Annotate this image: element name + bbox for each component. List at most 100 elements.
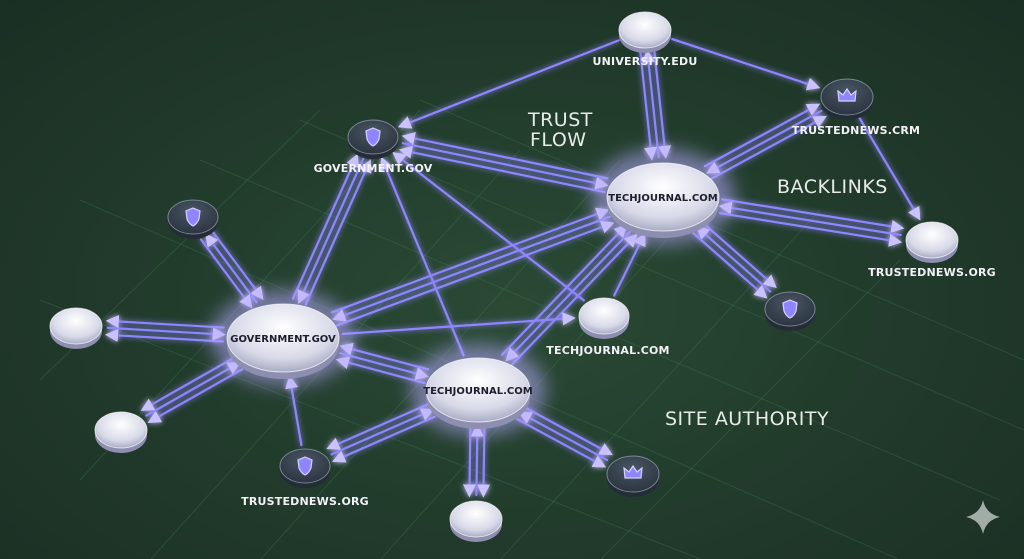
backlink-arrow [476, 425, 491, 498]
backlink-arrow [335, 356, 426, 385]
crown-icon [623, 464, 643, 479]
backlink-arrow [335, 220, 615, 327]
node-disc [449, 500, 503, 538]
node-blank-lowleft[interactable] [94, 411, 148, 453]
backlink-arrow [397, 39, 620, 129]
backlink-arrow [401, 131, 609, 180]
node-label: TECHJOURNAL.COM [608, 193, 718, 204]
node-disc [606, 162, 720, 232]
backlink-arrow [106, 326, 226, 341]
backlink-arrow [105, 314, 225, 329]
node-crm[interactable]: TRUSTEDNEWS.CRM [792, 78, 920, 137]
node-disc [618, 11, 672, 49]
backlink-arrow [392, 151, 585, 302]
backlink-arrow [639, 51, 658, 161]
backlink-arrow [671, 37, 821, 91]
node-label: TRUSTEDNEWS.ORG [241, 495, 369, 508]
backlink-arrow [339, 342, 430, 371]
backlink-arrow [401, 142, 609, 190]
backlink-arrow [522, 405, 613, 456]
backlink-arrow [304, 159, 372, 306]
node-label: UNIVERSITY.EDU [593, 55, 698, 68]
backlink-arrow [705, 109, 823, 174]
backlink-arrow [641, 49, 660, 159]
backlink-arrow [505, 229, 632, 362]
backlink-arrow [701, 221, 777, 289]
node-label: GOVERNMENT.GOV [230, 334, 336, 345]
trust-flow-label-line1: TRUST [527, 109, 593, 131]
backlink-arrow [380, 156, 465, 357]
backlink-arrow [297, 157, 365, 304]
backlink-arrow [721, 198, 905, 233]
backlink-arrow [338, 352, 429, 380]
backlink-arrow [857, 115, 921, 221]
node-tj-mid[interactable]: TECHJOURNAL.COM [410, 344, 546, 436]
backlink-arrow [398, 145, 606, 194]
node-label: TRUSTEDNEWS.CRM [792, 124, 920, 137]
node-disc [905, 221, 959, 259]
backlink-arrow [501, 223, 628, 356]
node-label: TRUSTEDNEWS.ORG [868, 266, 996, 279]
backlink-arrows [104, 37, 921, 498]
backlink-arrow [516, 418, 607, 468]
backlink-arrow [211, 230, 264, 301]
node-disc [226, 303, 340, 373]
backlink-arrow [205, 233, 258, 304]
node-gov-hub[interactable]: GOVERNMENT.GOV [211, 290, 355, 386]
node-university[interactable]: UNIVERSITY.EDU [593, 11, 698, 68]
crown-icon [837, 87, 857, 102]
node-tj-hub[interactable]: TECHJOURNAL.COM [591, 149, 735, 245]
backlink-arrow [518, 411, 609, 462]
backlink-arrow [104, 328, 224, 343]
backlink-arrow [330, 207, 610, 314]
shield-icon [297, 456, 313, 476]
backlink-arrow [511, 233, 638, 366]
node-disc [578, 297, 630, 335]
node-tn-org-left[interactable]: TRUSTEDNEWS.ORG [241, 448, 369, 508]
node-crown-bottom[interactable] [606, 455, 660, 497]
backlink-arrow [341, 312, 576, 336]
backlink-arrow [462, 424, 477, 498]
site-nodes: UNIVERSITY.EDU GOVERNMENT.GOV TECHJOURNAL.… [49, 11, 996, 542]
node-label: TECHJOURNAL.COM [423, 386, 533, 397]
node-blank-bottom[interactable] [449, 500, 503, 542]
backlink-arrow [199, 238, 253, 309]
shield-icon [365, 127, 381, 147]
node-disc [425, 357, 531, 423]
backlink-arrow [147, 368, 244, 424]
backlink-arrow [613, 232, 646, 297]
backlink-arrow [718, 212, 903, 247]
backlink-arrow [326, 402, 431, 450]
backlink-arrow [692, 231, 768, 299]
node-tn-org-right[interactable]: TRUSTEDNEWS.ORG [868, 221, 996, 279]
backlink-arrow [470, 423, 484, 497]
shield-icon [185, 207, 201, 227]
backlink-arrow [332, 215, 611, 322]
node-label: GOVERNMENT.GOV [314, 162, 433, 175]
trust-flow-label-line2: FLOW [530, 129, 587, 151]
backlink-arrow [330, 408, 435, 456]
backlink-arrow [285, 375, 303, 447]
node-shield-left[interactable] [167, 199, 219, 239]
node-disc [49, 307, 103, 345]
backlink-arrow [695, 225, 772, 293]
sparkle-icon [966, 500, 1000, 534]
node-shield-right[interactable] [764, 291, 816, 331]
site-authority-label: SITE AUTHORITY [665, 408, 829, 430]
backlink-arrow [718, 201, 902, 237]
node-gov-top[interactable]: GOVERNMENT.GOV [314, 119, 433, 175]
node-disc [94, 411, 148, 449]
shield-icon [782, 299, 798, 319]
backlink-arrow [140, 356, 237, 411]
backlink-arrow [653, 50, 672, 159]
backlink-arrow [710, 115, 827, 180]
backlink-arrow [331, 415, 436, 463]
node-label: TECHJOURNAL.COM [546, 344, 669, 357]
backlink-arrow [291, 153, 359, 300]
node-tj-bottom[interactable]: TECHJOURNAL.COM [546, 297, 670, 357]
backlink-arrow [145, 361, 241, 417]
node-blank-left[interactable] [49, 307, 103, 349]
backlink-arrow [703, 103, 821, 168]
backlinks-label: BACKLINKS [777, 176, 888, 198]
